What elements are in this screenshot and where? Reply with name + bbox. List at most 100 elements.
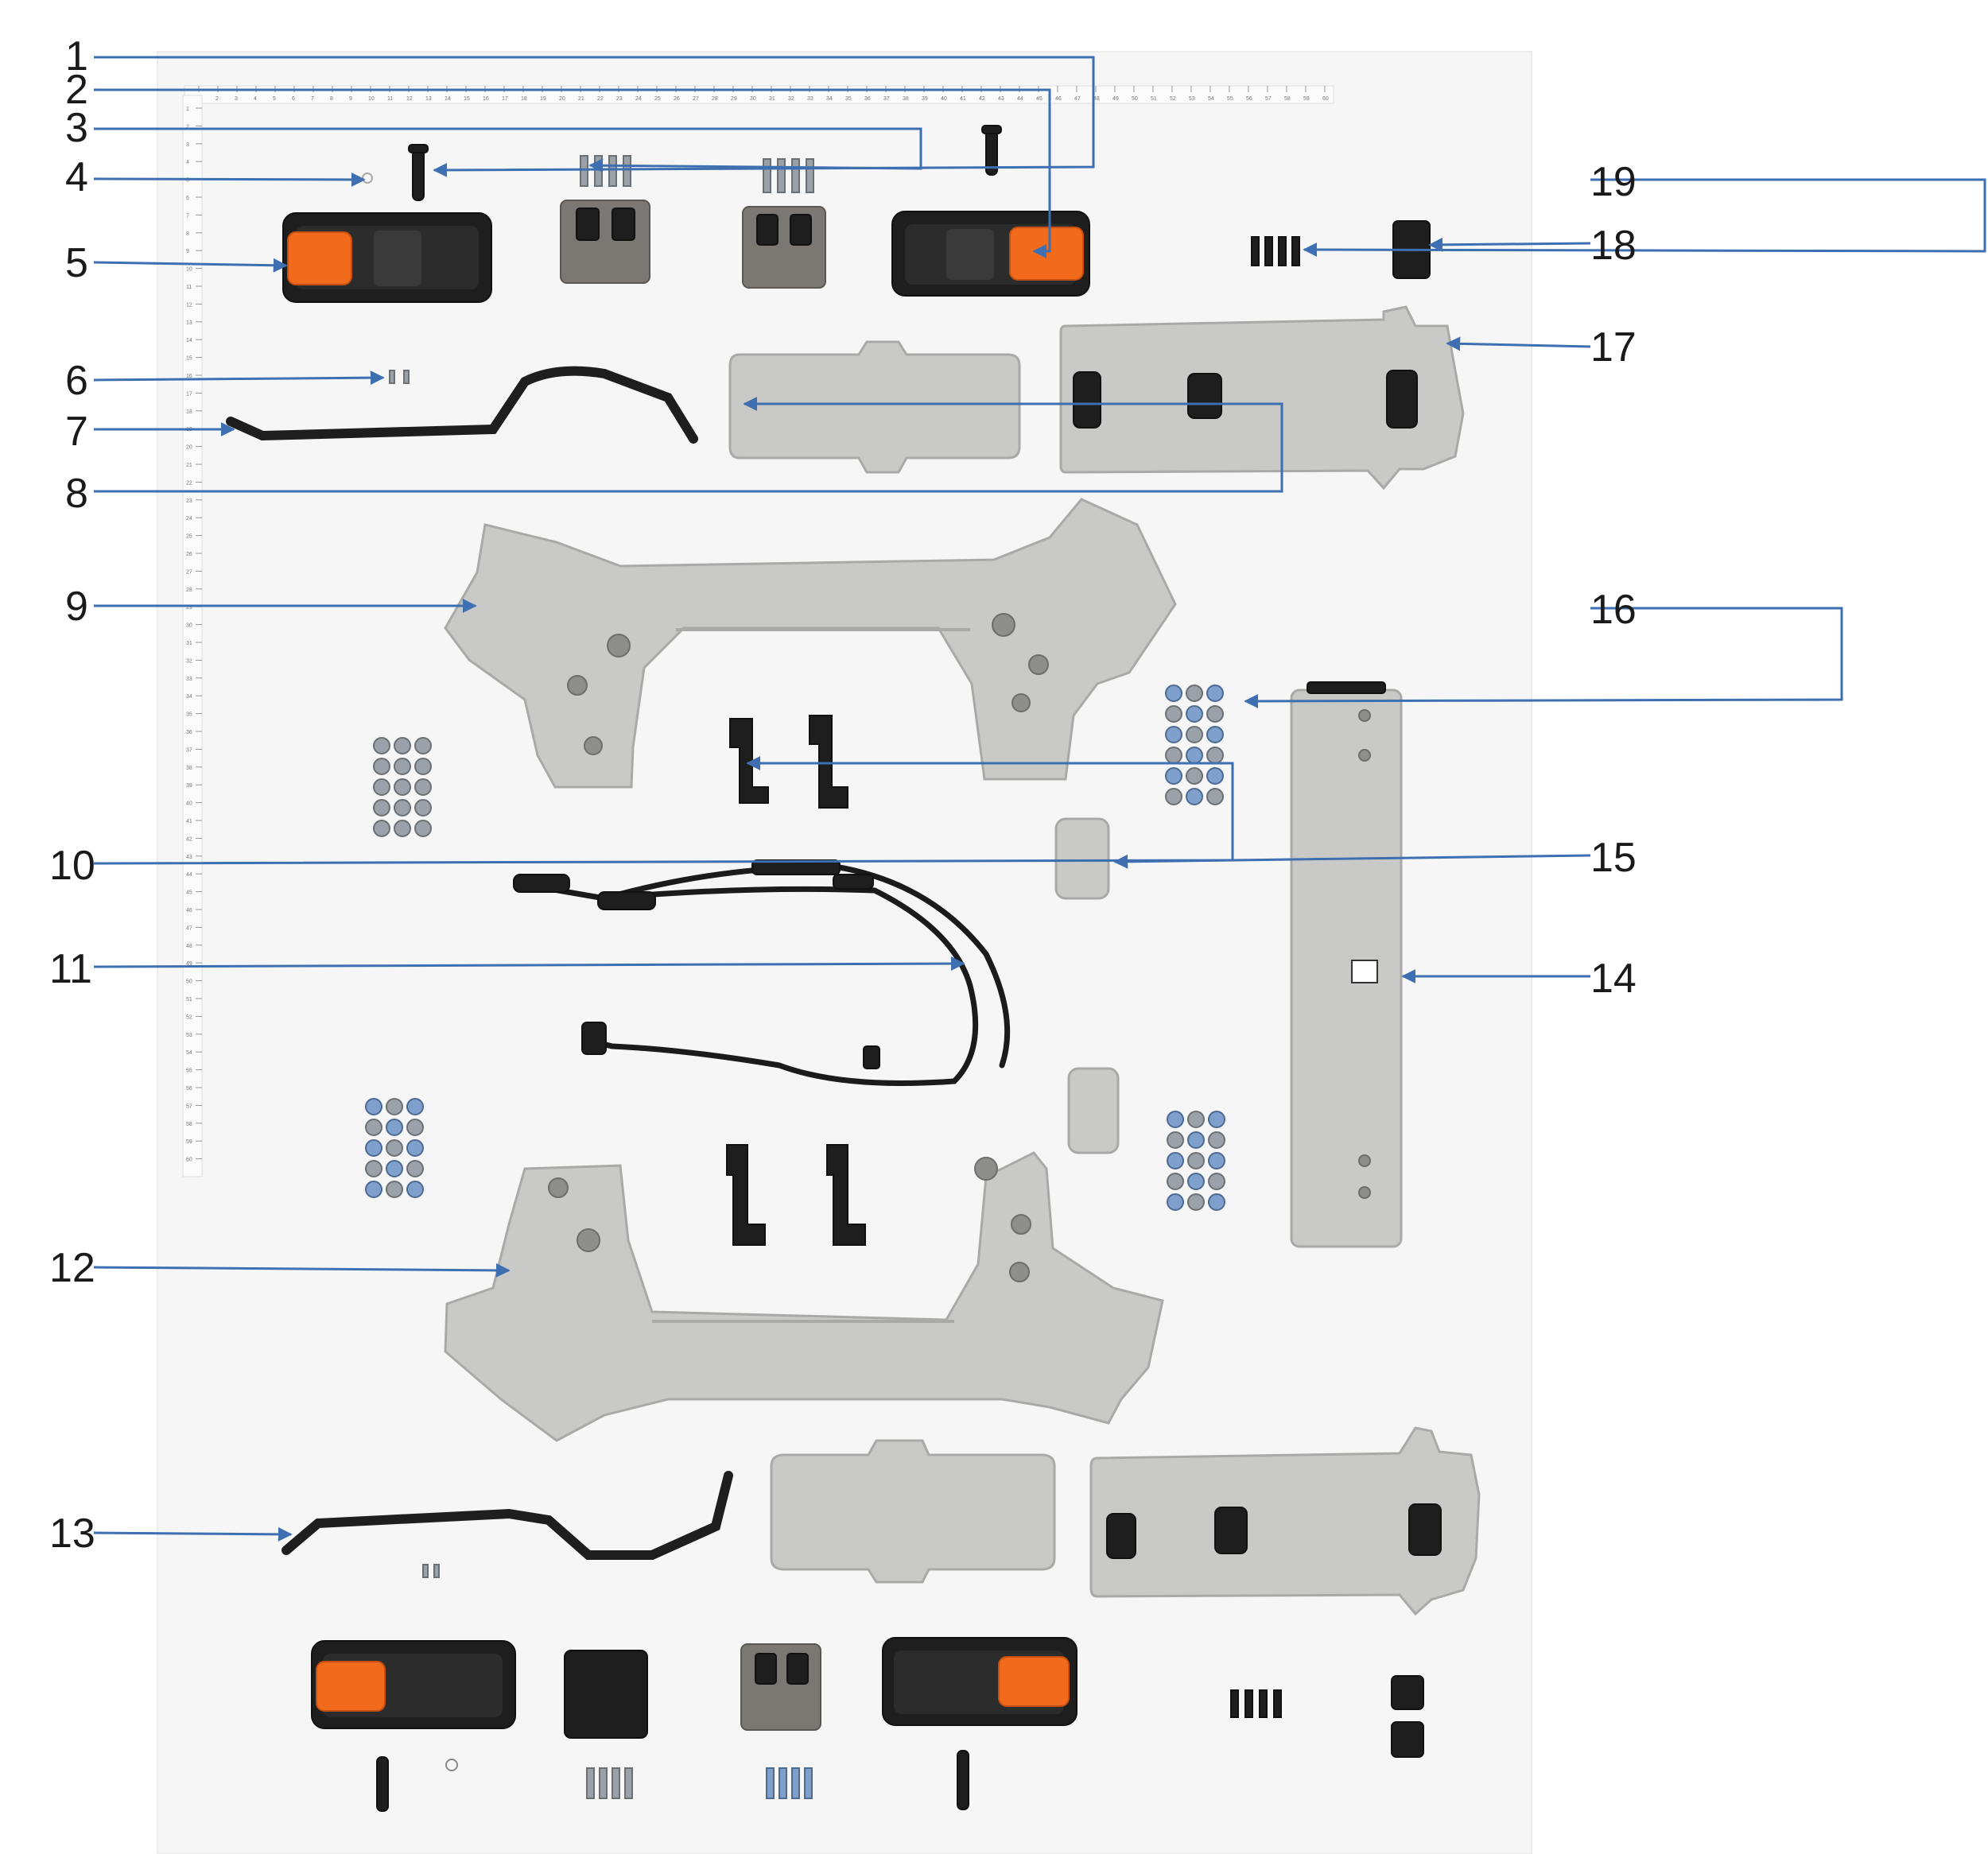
ruler-v-label: 29: [186, 605, 192, 611]
ruler-v-label: 5: [186, 178, 189, 184]
ruler-v-label: 22: [186, 480, 192, 486]
mount-plate-top: [1059, 305, 1465, 491]
ruler-h-label: 2: [215, 96, 219, 102]
bolt-head: [1187, 1152, 1205, 1169]
bolt-head: [414, 737, 432, 754]
ruler-h-label: 18: [521, 96, 527, 102]
bolt-head: [394, 758, 411, 775]
callout-11: 11: [49, 946, 92, 992]
bracket-top-2: [742, 206, 826, 289]
ruler-h-label: 42: [979, 96, 985, 102]
bolt-head: [394, 799, 411, 816]
bolt-head: [1165, 685, 1182, 702]
ruler-h-label: 37: [883, 96, 890, 102]
ruler-h-label: 50: [1132, 96, 1138, 102]
bolt-head: [1206, 685, 1224, 702]
bolt-head: [406, 1098, 424, 1115]
bolt-head: [365, 1119, 382, 1136]
ruler-v-label: 15: [186, 356, 192, 362]
rubber-pad-bottom: [1391, 1675, 1424, 1758]
pin-left-top: [408, 144, 429, 201]
latch-assembly-left-top: [282, 212, 492, 303]
ruler-h-label: 41: [960, 96, 966, 102]
ruler-v-label: 30: [186, 623, 192, 629]
ruler-h-label: 56: [1246, 96, 1252, 102]
bolt-head: [394, 820, 411, 837]
ruler-h-label: 40: [941, 96, 947, 102]
bolt-head: [1186, 726, 1203, 743]
ruler-v-label: 3: [186, 142, 189, 148]
bolt-head: [373, 799, 390, 816]
bolt-array-lower-left: [365, 1098, 424, 1198]
bolt-head: [365, 1181, 382, 1198]
callout-19: 19: [1590, 159, 1637, 205]
ruler-h-label: 59: [1303, 96, 1310, 102]
ruler-h-label: 39: [922, 96, 928, 102]
bolt-head: [1167, 1111, 1184, 1128]
bolt-head: [1167, 1152, 1184, 1169]
mount-plate-lower: [1089, 1426, 1481, 1616]
bolt-head: [386, 1119, 403, 1136]
bolt-head: [1165, 788, 1182, 805]
callout-2: 2: [65, 67, 88, 113]
ruler-v-label: 54: [186, 1050, 192, 1056]
ruler-v-label: 55: [186, 1069, 192, 1074]
ruler-h-label: 34: [826, 96, 833, 102]
ruler-h-label: 7: [311, 96, 314, 102]
ruler-v-label: 41: [186, 819, 192, 824]
ruler-h-label: 26: [674, 96, 680, 102]
ruler-h-label: 13: [425, 96, 432, 102]
bolt-head: [1165, 705, 1182, 723]
bolt-head: [394, 737, 411, 754]
bracket-top-1: [560, 200, 650, 284]
ruler-v-label: 12: [186, 302, 192, 308]
horizontal-ruler: 1234567891011121314151617181920212223242…: [184, 85, 1334, 104]
ruler-v-label: 60: [186, 1158, 192, 1163]
cover-plate-lower: [770, 1439, 1056, 1584]
ruler-v-label: 44: [186, 872, 192, 878]
ruler-v-label: 1: [186, 107, 189, 112]
bolt-head: [406, 1119, 424, 1136]
ruler-h-label: 46: [1055, 96, 1062, 102]
bolt-head: [1206, 747, 1224, 764]
c-clip-bottom: [445, 1759, 458, 1771]
ruler-v-label: 21: [186, 463, 192, 468]
bolt-head: [1167, 1173, 1184, 1190]
ruler-h-label: 45: [1036, 96, 1043, 102]
bolt-head: [1208, 1131, 1225, 1149]
ruler-h-label: 58: [1284, 96, 1291, 102]
ruler-v-label: 34: [186, 694, 192, 700]
end-cap-lower: [1067, 1067, 1120, 1154]
bolt-head: [365, 1139, 382, 1157]
ruler-h-label: 32: [788, 96, 794, 102]
ruler-v-label: 27: [186, 569, 192, 575]
bolt-head: [1206, 788, 1224, 805]
small-screws-top: [389, 370, 410, 384]
screw-group-top-2: [763, 158, 814, 193]
ruler-v-label: 25: [186, 534, 192, 540]
bolt-array-lower-right: [1167, 1111, 1225, 1211]
ruler-h-label: 14: [445, 96, 451, 102]
ruler-v-label: 39: [186, 783, 192, 789]
bolt-head: [406, 1139, 424, 1157]
callout-9: 9: [65, 584, 88, 630]
bolt-head: [414, 758, 432, 775]
bolt-head: [386, 1098, 403, 1115]
frame-body-lower: [444, 1151, 1164, 1442]
ruler-v-label: 38: [186, 766, 192, 771]
ruler-h-label: 24: [635, 96, 642, 102]
cable-guide-lower: [282, 1471, 733, 1560]
vertical-ruler: 1234567891011121314151617181920212223242…: [182, 95, 203, 1177]
bolt-set-right-top: [1251, 236, 1300, 266]
ruler-v-label: 56: [186, 1086, 192, 1092]
ruler-v-label: 17: [186, 391, 192, 397]
ruler-v-label: 59: [186, 1139, 192, 1145]
bolt-head: [365, 1098, 382, 1115]
ruler-v-label: 58: [186, 1122, 192, 1127]
ruler-h-label: 55: [1227, 96, 1233, 102]
ruler-v-label: 31: [186, 641, 192, 646]
bolt-head: [1186, 705, 1203, 723]
screw-group-bottom-2: [766, 1767, 813, 1799]
ruler-v-label: 53: [186, 1033, 192, 1038]
ruler-h-label: 44: [1017, 96, 1023, 102]
